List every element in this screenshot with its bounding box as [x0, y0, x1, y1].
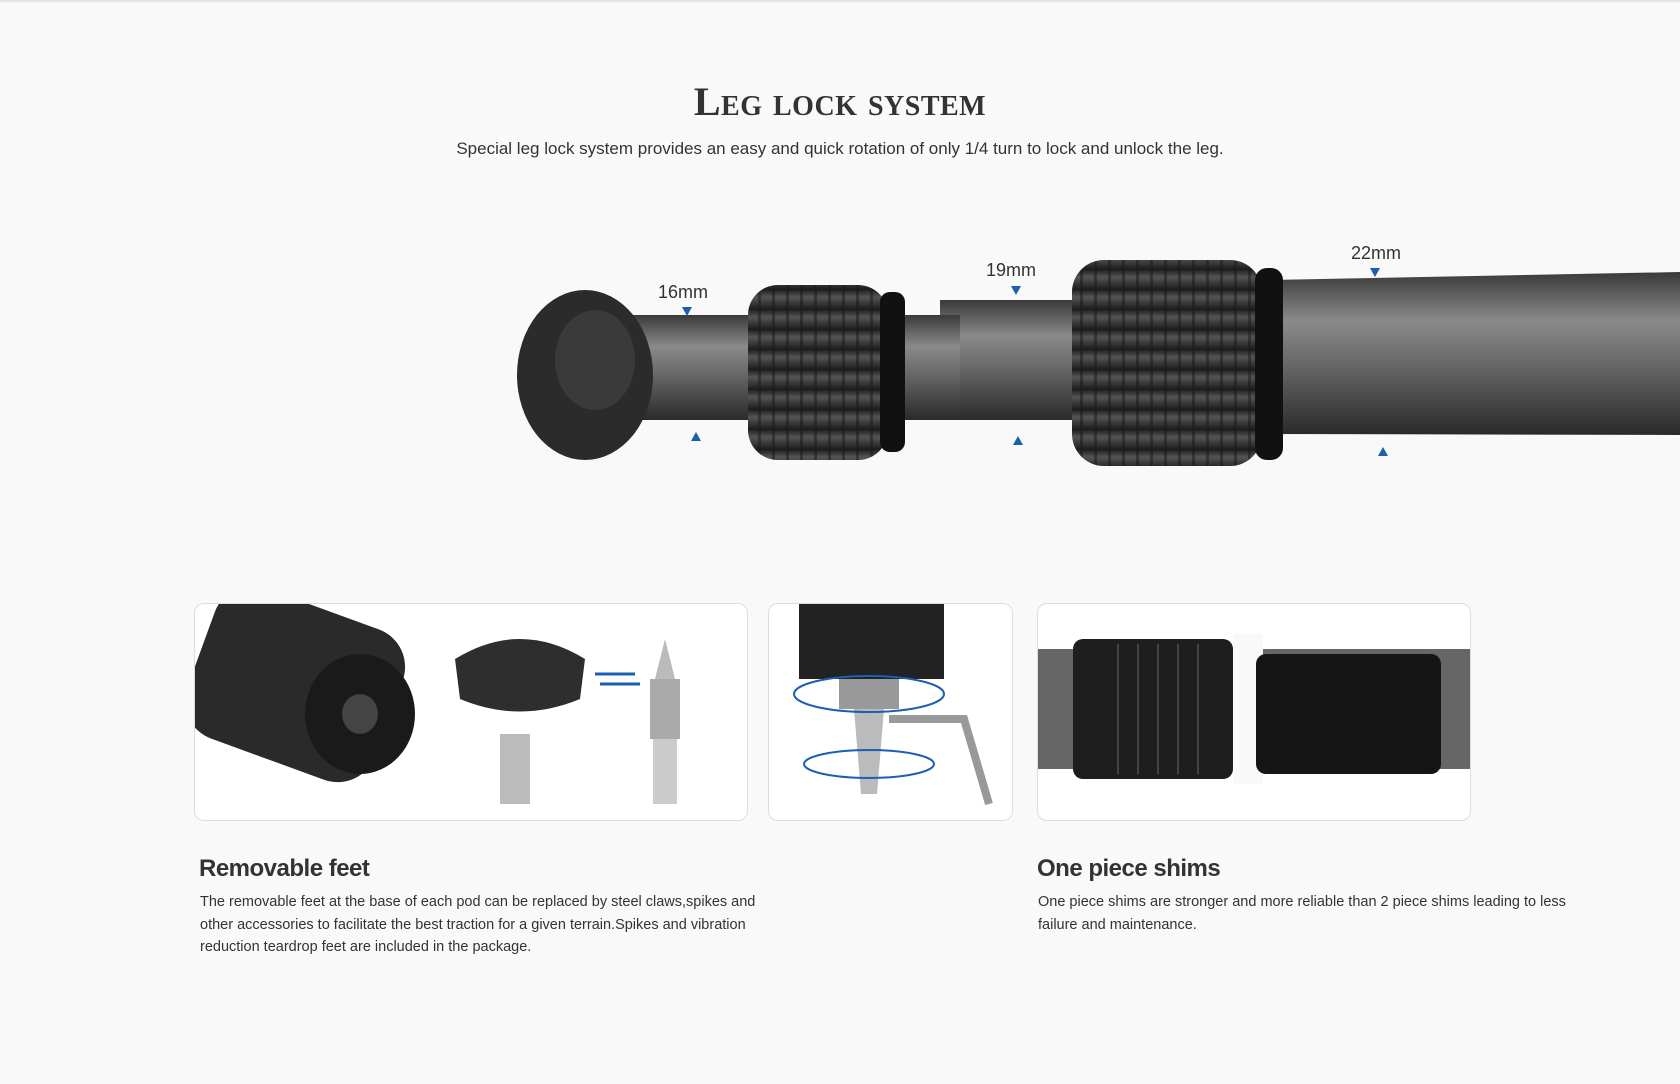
diameter-label-22mm: 22mm	[1351, 243, 1402, 263]
arrow-down-icon	[1011, 286, 1021, 295]
tripod-leg-image	[517, 260, 1680, 466]
arrow-down-icon	[682, 307, 692, 316]
arrow-down-icon	[1370, 268, 1380, 277]
top-divider	[0, 0, 1680, 3]
page-title: Leg lock system	[693, 79, 987, 124]
leg-lock-rotation-image	[768, 603, 1013, 821]
diameter-label-19mm: 19mm	[986, 260, 1037, 280]
feature-text-removable-feet: The removable feet at the base of each p…	[200, 894, 756, 955]
arrow-up-icon	[1378, 447, 1388, 456]
removable-feet-image	[194, 603, 748, 821]
feature-text-one-piece-shims: One piece shims are stronger and more re…	[1038, 894, 1566, 933]
page-subtitle: Special leg lock system provides an easy…	[456, 139, 1224, 158]
feature-title-one-piece-shims: One piece shims	[1037, 855, 1221, 882]
arrow-up-icon	[691, 432, 701, 441]
one-piece-shims-image	[1037, 603, 1471, 821]
arrow-up-icon	[1013, 436, 1023, 445]
diameter-label-16mm: 16mm	[658, 282, 709, 302]
feature-title-removable-feet: Removable feet	[199, 855, 370, 882]
